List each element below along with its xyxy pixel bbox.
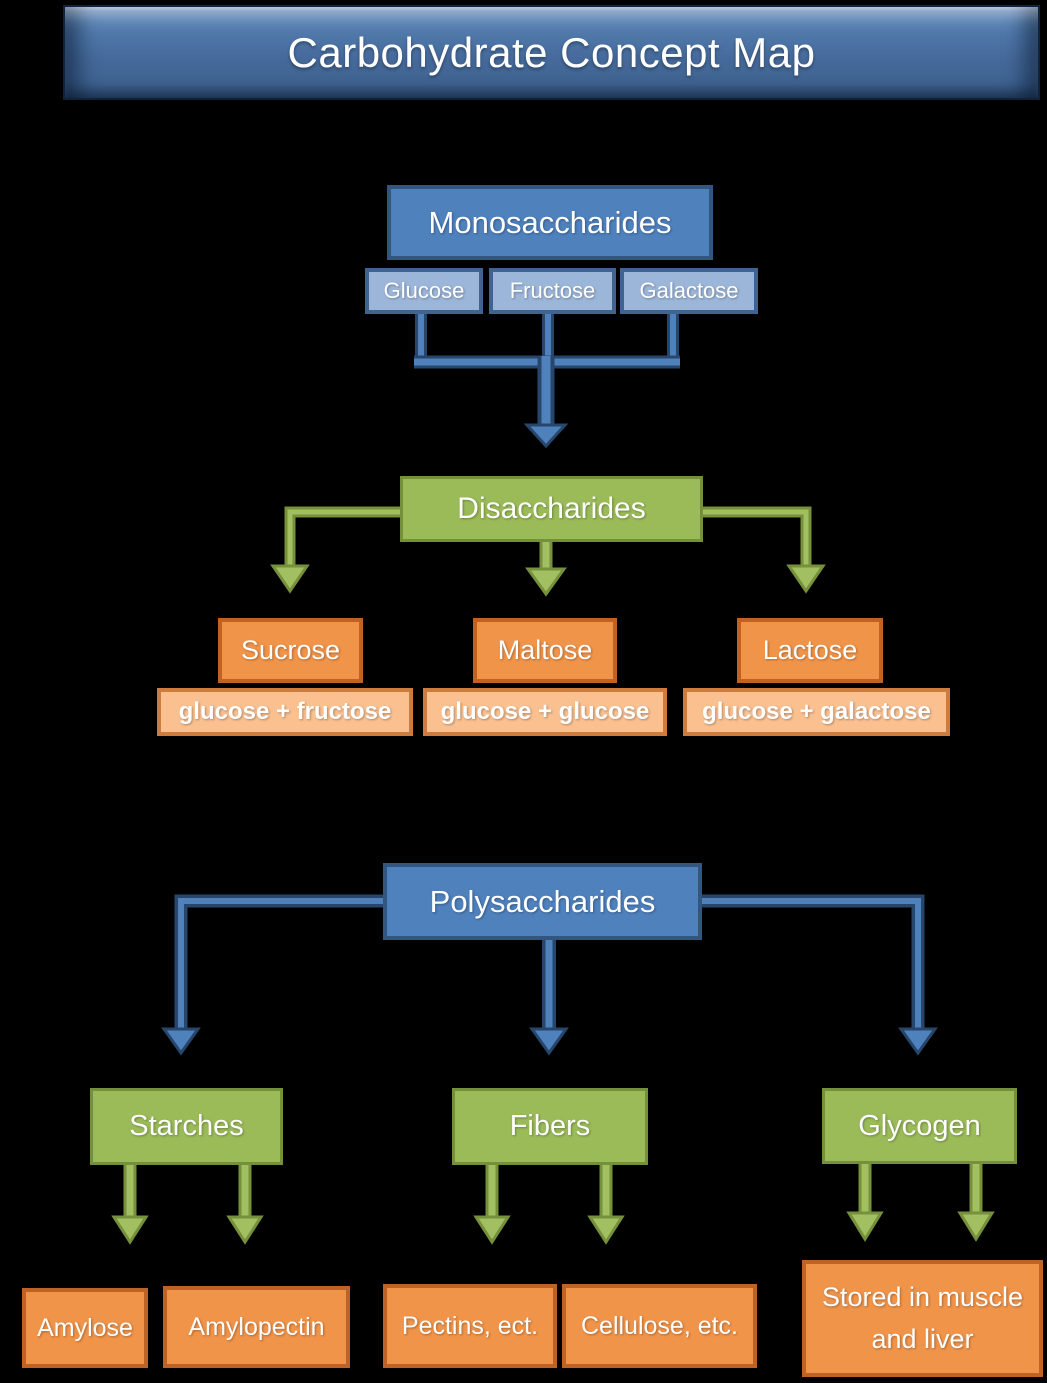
monosaccharides-box: Monosaccharides xyxy=(387,185,713,260)
glucose-box: Glucose xyxy=(365,268,483,314)
starches-box: Starches xyxy=(90,1088,283,1165)
polysaccharides-box: Polysaccharides xyxy=(383,863,702,940)
fibers-to-pectins-arrow xyxy=(473,1162,511,1245)
fibers-box: Fibers xyxy=(452,1088,648,1165)
polysaccharides-to-glycogen-arrow xyxy=(700,894,938,1056)
amylopectin-box: Amylopectin xyxy=(163,1286,350,1368)
cellulose-box: Cellulose, etc. xyxy=(562,1284,757,1368)
maltose-composition-box: glucose + glucose xyxy=(423,688,667,736)
lactose-box: Lactose xyxy=(737,618,883,683)
sucrose-composition-box: glucose + fructose xyxy=(157,688,413,736)
fructose-box: Fructose xyxy=(489,268,616,314)
polysaccharides-to-starches-arrow xyxy=(161,894,385,1056)
polysaccharides-to-fibers-arrow xyxy=(529,938,569,1056)
sucrose-box: Sucrose xyxy=(218,618,363,683)
page-title: Carbohydrate Concept Map xyxy=(63,5,1040,100)
pectins-box: Pectins, ect. xyxy=(383,1284,557,1368)
starches-to-amylopectin-arrow xyxy=(226,1162,264,1245)
glycogen-to-stored-right-arrow xyxy=(957,1161,995,1242)
disaccharides-to-lactose-arrow xyxy=(701,506,826,594)
lactose-composition-box: glucose + galactose xyxy=(683,688,950,736)
glycogen-to-stored-left-arrow xyxy=(846,1161,884,1242)
starches-to-amylose-arrow xyxy=(111,1162,149,1245)
maltose-box: Maltose xyxy=(473,618,617,683)
galactose-box: Galactose xyxy=(620,268,758,314)
glycogen-box: Glycogen xyxy=(822,1088,1017,1164)
disaccharides-to-maltose-arrow xyxy=(525,540,567,597)
glycogen-storage-box: Stored in muscle and liver xyxy=(802,1260,1043,1377)
amylose-box: Amylose xyxy=(22,1288,148,1368)
disaccharides-to-sucrose-arrow xyxy=(270,506,402,594)
disaccharides-box: Disaccharides xyxy=(400,476,703,542)
mono-to-disaccharides-arrow xyxy=(523,356,569,449)
fibers-to-cellulose-arrow xyxy=(587,1162,625,1245)
